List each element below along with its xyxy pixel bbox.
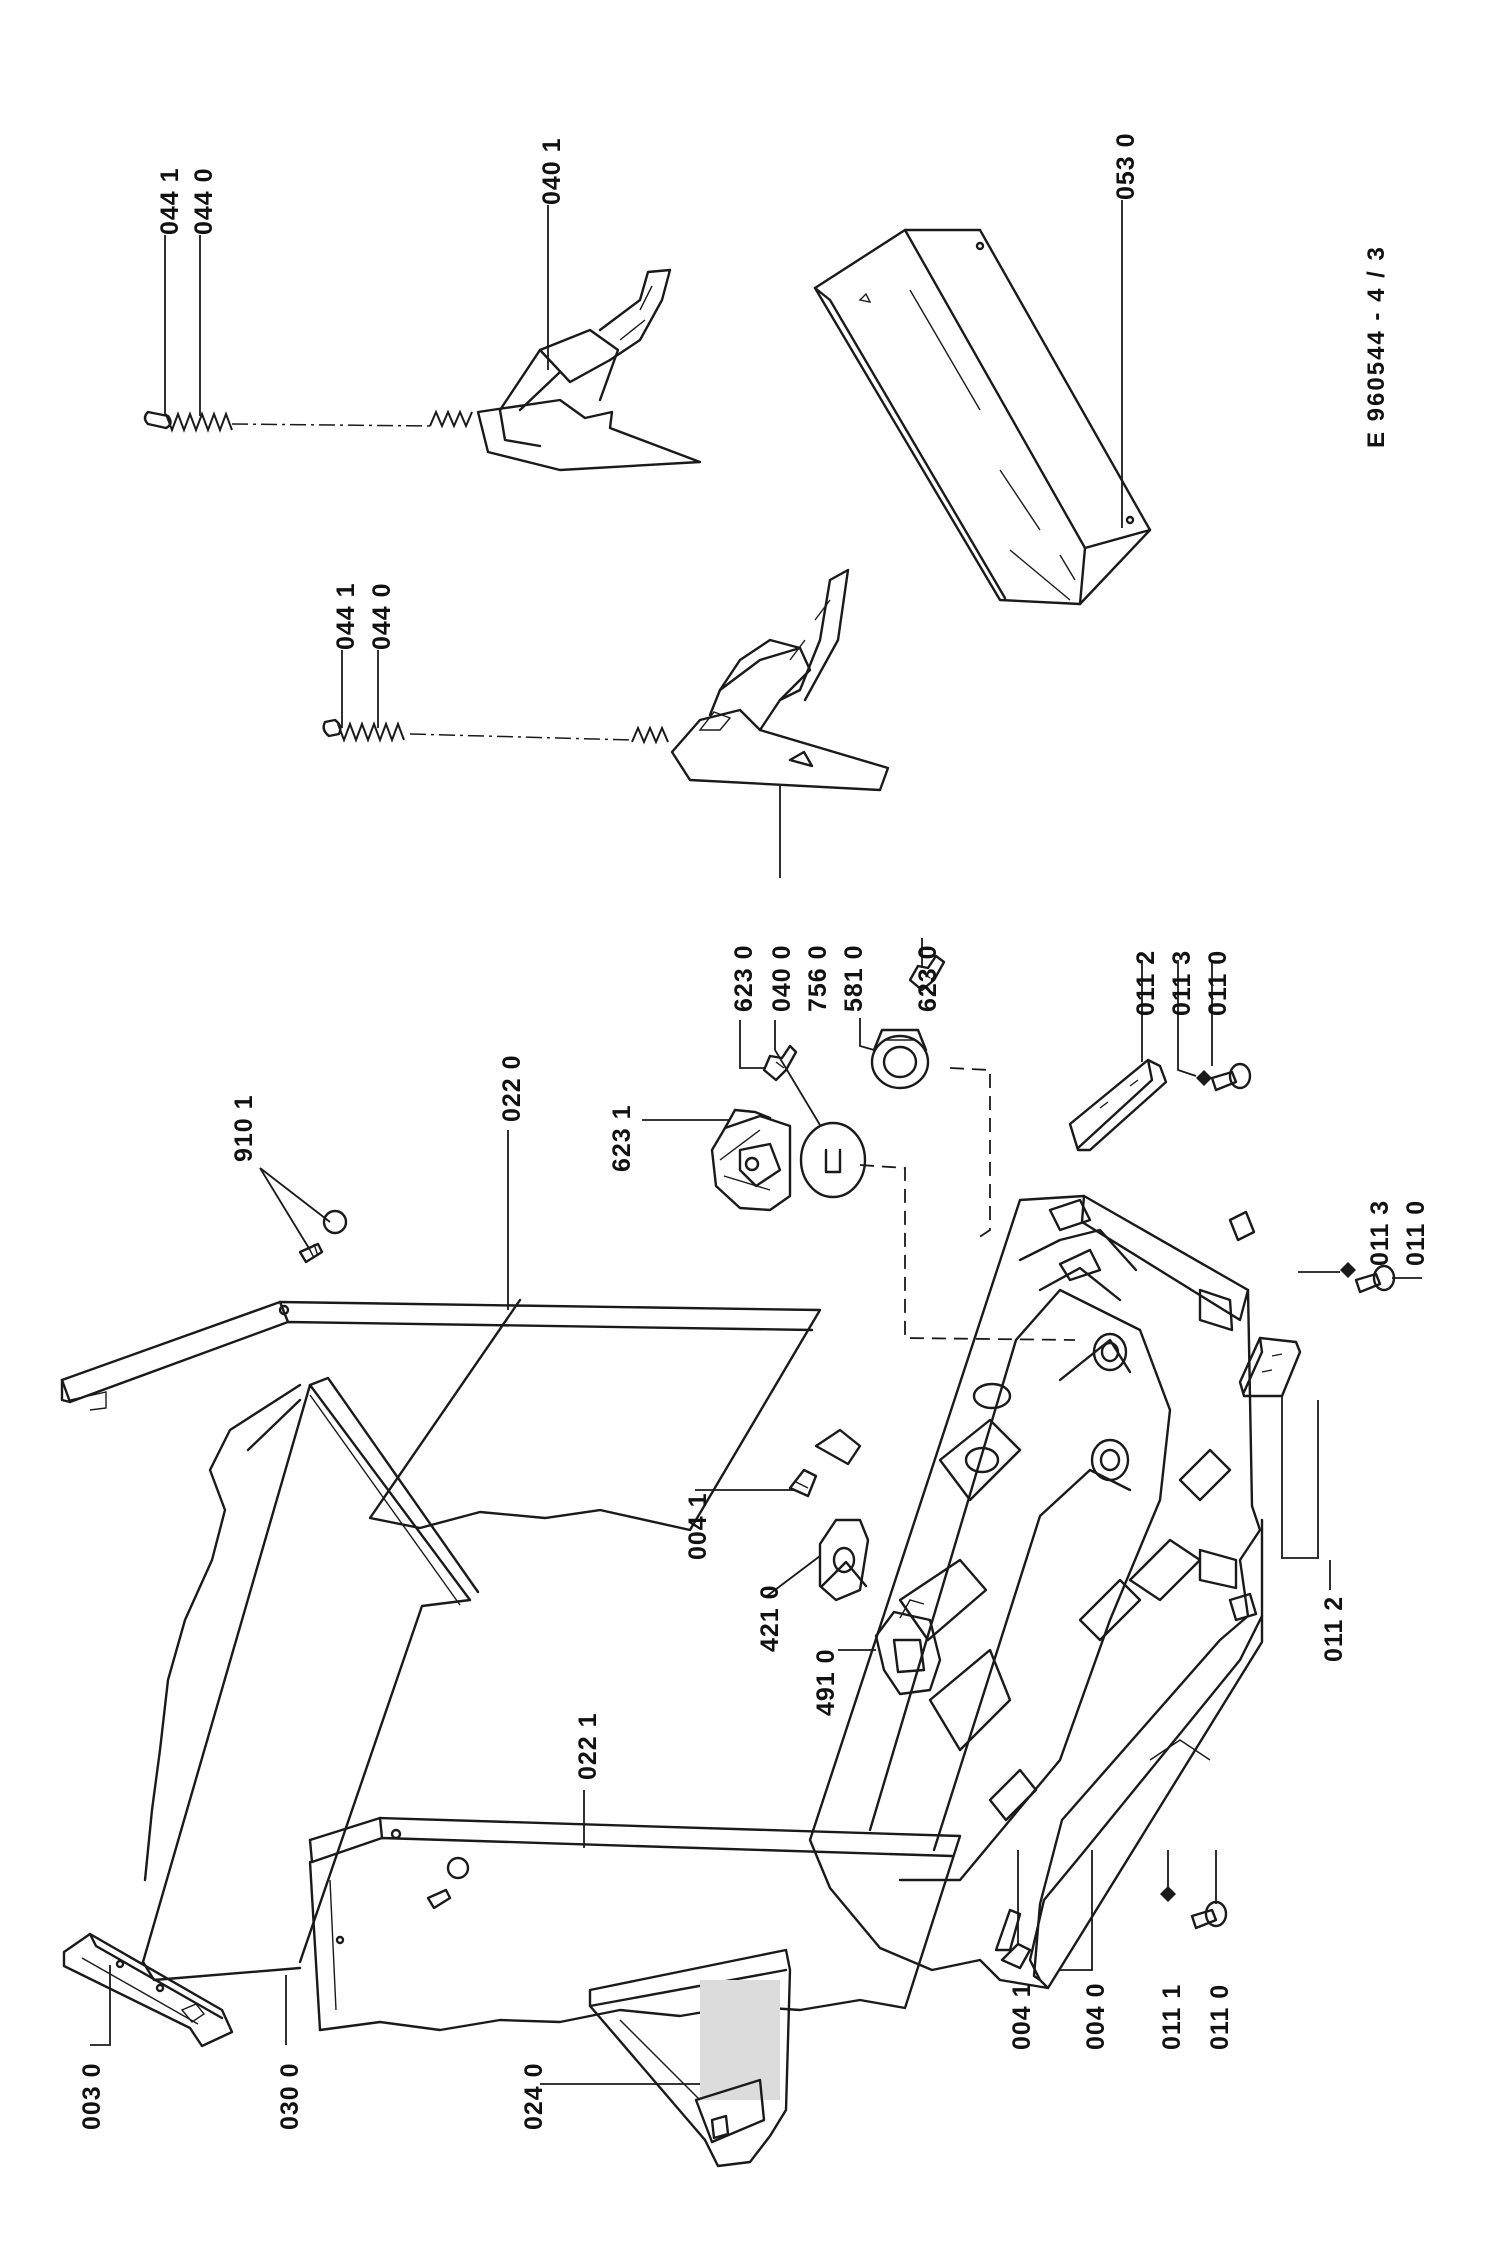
- label-623-0-right: 623 0: [914, 944, 942, 1012]
- clip-623-0-upper: [762, 1044, 798, 1082]
- label-044-1-mid: 044 1: [332, 582, 360, 650]
- label-003-0: 003 0: [78, 2062, 106, 2130]
- leader-lines: [90, 200, 1422, 2085]
- label-011-2-upper: 011 2: [1132, 950, 1160, 1016]
- top-panel-022-0: [60, 1298, 822, 1532]
- label-011-0-bottom: 011 0: [1206, 1984, 1234, 2050]
- label-491-0: 491 0: [812, 1648, 840, 1716]
- label-024-0: 024 0: [520, 2062, 548, 2130]
- clip-623-0-right: [908, 954, 946, 992]
- bracket-011-2-upper: [1068, 1058, 1168, 1152]
- label-040-0: 040 0: [768, 944, 796, 1012]
- label-011-2-lower: 011 2: [1320, 1596, 1348, 1662]
- base-frame-004-0: [808, 1194, 1264, 1990]
- label-011-0-upper: 011 0: [1204, 950, 1232, 1016]
- fastener-011-upper: [1196, 1062, 1252, 1092]
- disc-756-0: [799, 1121, 867, 1199]
- bracket-011-2-lower: [1238, 1336, 1302, 1398]
- label-044-0-mid: 044 0: [368, 582, 396, 650]
- clip-004-1-lower: [1000, 1942, 1032, 1970]
- part-labels: 044 1 044 0 040 1 053 0 044 1 044 0 623 …: [78, 132, 1430, 2130]
- rear-panel-030-0: [141, 1376, 480, 1982]
- label-044-1-top: 044 1: [156, 167, 184, 235]
- label-030-0: 030 0: [276, 2062, 304, 2130]
- label-044-0-top: 044 0: [190, 167, 218, 235]
- rail-003-0: [62, 1932, 234, 2048]
- hinge-040-1: [476, 268, 702, 472]
- label-623-1: 623 1: [608, 1104, 636, 1172]
- label-004-1-upper: 004 1: [684, 1492, 712, 1560]
- label-011-1: 011 1: [1158, 1984, 1186, 2050]
- hinge-040-0: [670, 568, 890, 792]
- panel-053-0: [813, 228, 1152, 606]
- screw-small-pair: [426, 1856, 470, 1910]
- label-756-0: 756 0: [804, 944, 832, 1012]
- label-004-0: 004 0: [1082, 1982, 1110, 2050]
- label-022-0: 022 0: [498, 1054, 526, 1122]
- label-011-3-lower: 011 3: [1366, 1200, 1394, 1266]
- label-040-1: 040 1: [538, 137, 566, 205]
- label-623-0-upper: 623 0: [730, 944, 758, 1012]
- spring-hook-044-middle: [322, 718, 669, 745]
- screw-910-1: [298, 1209, 348, 1264]
- label-421-0: 421 0: [756, 1584, 784, 1652]
- label-011-0-lower: 011 0: [1402, 1200, 1430, 1266]
- container-024-0: [588, 1948, 792, 2168]
- cap-581-0: [870, 1028, 930, 1090]
- label-004-1-lower: 004 1: [1008, 1982, 1036, 2050]
- dashed-connectors: [859, 1067, 1076, 1341]
- clip-004-1-upper: [788, 1468, 818, 1498]
- label-910-1: 910 1: [230, 1094, 258, 1162]
- switch-491-0: [874, 1599, 942, 1696]
- drawing-number: E 960544 - 4 / 3: [1363, 245, 1390, 448]
- label-053-0: 053 0: [1112, 132, 1140, 200]
- label-011-3-upper: 011 3: [1168, 950, 1196, 1016]
- label-581-0: 581 0: [840, 944, 868, 1012]
- damper-421-0: [818, 1518, 870, 1602]
- spring-hook-044-top: [143, 409, 473, 433]
- dispenser-623-1: [710, 1108, 792, 1212]
- label-022-1: 022 1: [574, 1712, 602, 1780]
